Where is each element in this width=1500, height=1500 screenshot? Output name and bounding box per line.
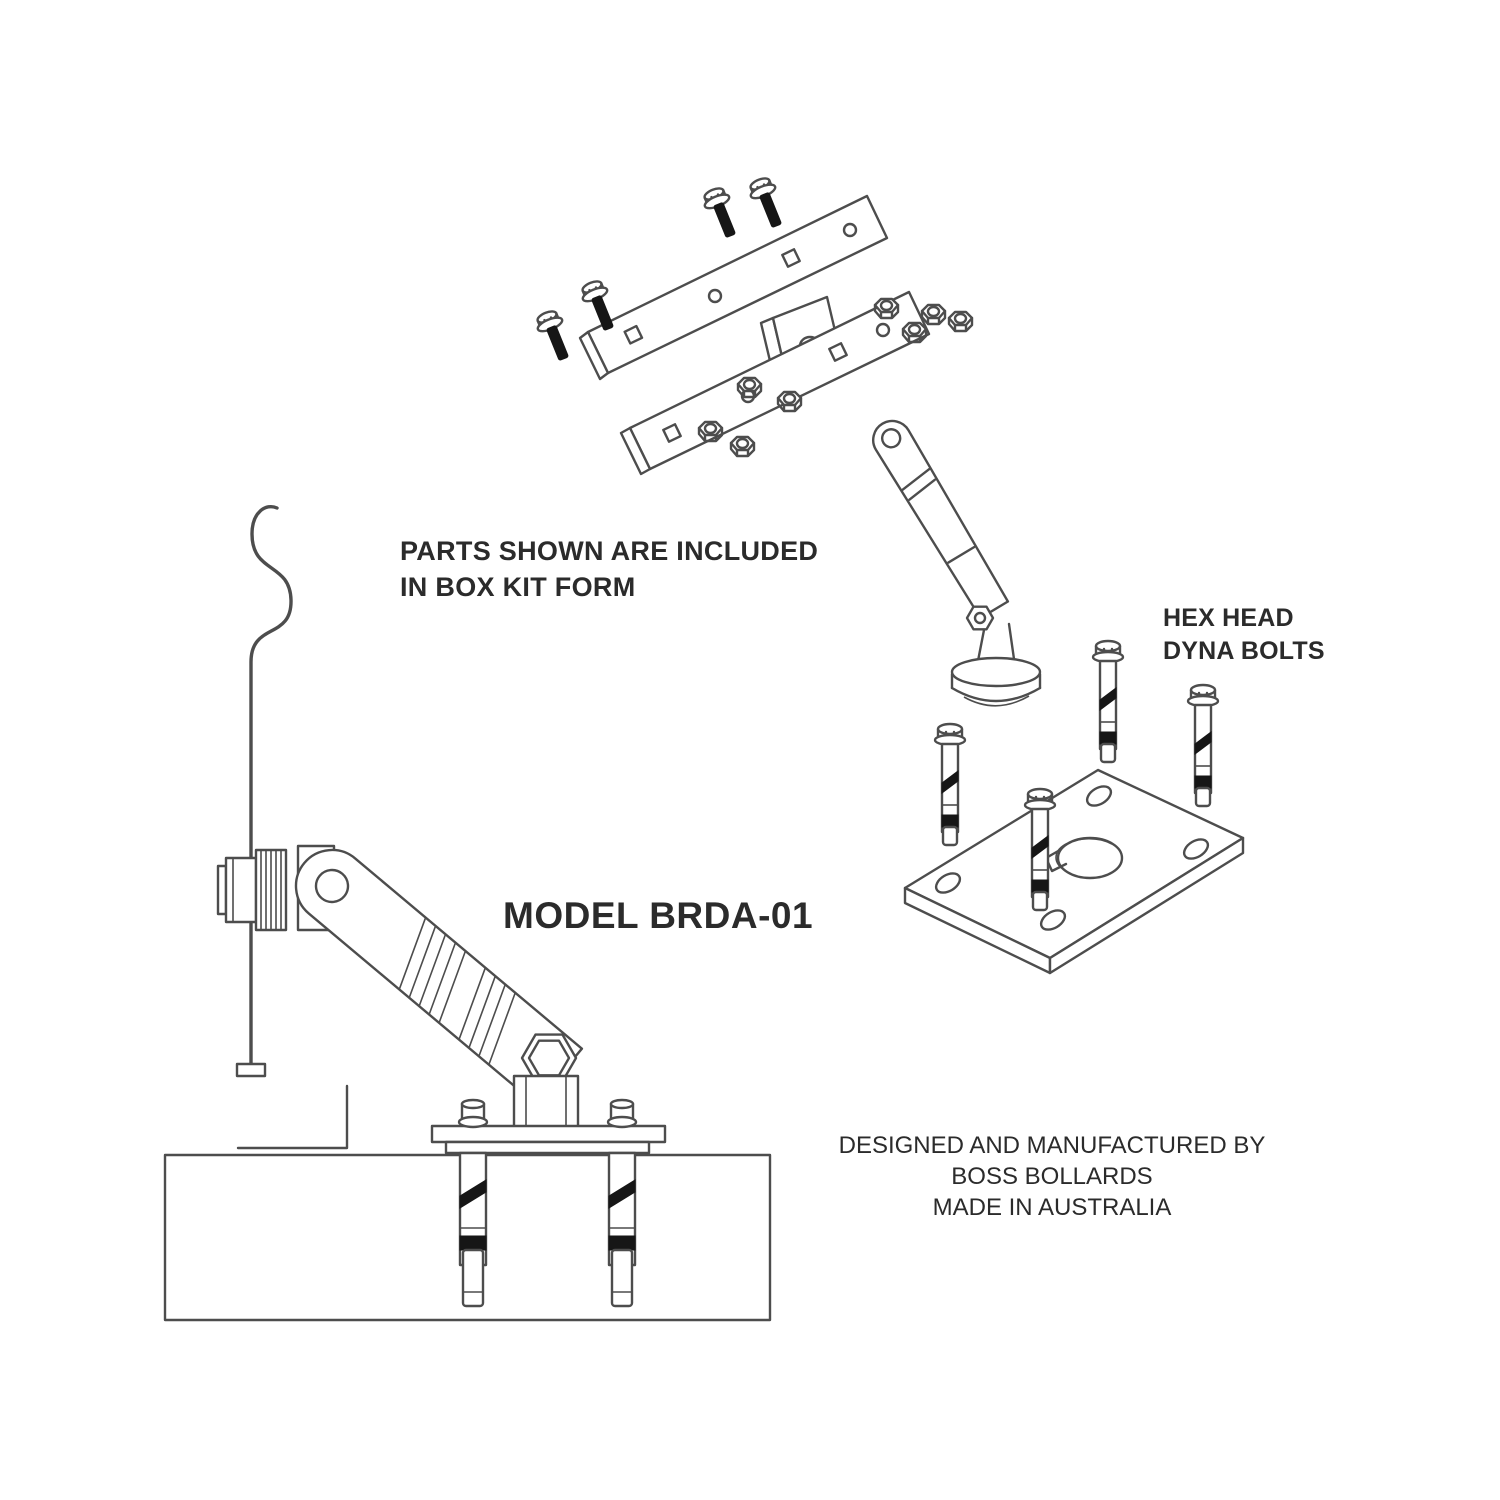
pole-foot bbox=[235, 1062, 267, 1078]
rear-strap-bar bbox=[578, 194, 889, 381]
post-block bbox=[512, 1074, 580, 1130]
manufacturer-note-line2: BOSS BOLLARDS bbox=[951, 1163, 1153, 1191]
side-view-arm bbox=[294, 848, 584, 1106]
manufacturer-note-line3: MADE IN AUSTRALIA bbox=[932, 1194, 1172, 1222]
parts-note: PARTS SHOWN ARE INCLUDED IN BOX KIT FORM bbox=[400, 533, 818, 606]
hex-bolts-label-line2: DYNA BOLTS bbox=[1163, 636, 1325, 665]
l-bracket bbox=[236, 1084, 349, 1150]
spring-pole bbox=[249, 505, 293, 1076]
dyna-bolt-left bbox=[933, 722, 967, 847]
anchor-bolt-heads bbox=[457, 1098, 638, 1129]
manufacturer-note: DESIGNED AND MANUFACTURED BY BOSS BOLLAR… bbox=[822, 1130, 1282, 1224]
hex-bolts-label: HEX HEAD DYNA BOLTS bbox=[1163, 602, 1325, 667]
hex-bolts-label-line1: HEX HEAD bbox=[1163, 604, 1294, 632]
pivot-arm-piece bbox=[872, 419, 1042, 707]
dyna-bolt-right bbox=[1186, 683, 1220, 808]
exploded-strap-assembly bbox=[532, 173, 974, 476]
ground-anchor-bolt-right bbox=[607, 1151, 637, 1308]
parts-note-line2: IN BOX KIT FORM bbox=[400, 572, 636, 603]
manufacturer-note-line1: DESIGNED AND MANUFACTURED BY bbox=[838, 1132, 1266, 1159]
arm-foot bbox=[950, 656, 1042, 707]
arm-hex-bolt bbox=[520, 1033, 578, 1083]
ground-anchor-bolt-left bbox=[458, 1151, 488, 1308]
model-title: MODEL BRDA-01 bbox=[503, 895, 814, 936]
assembled-side-view bbox=[163, 505, 772, 1322]
parts-note-line1: PARTS SHOWN ARE INCLUDED bbox=[400, 536, 819, 566]
side-base-plate bbox=[430, 1124, 667, 1155]
dyna-bolt-top bbox=[1091, 639, 1125, 764]
